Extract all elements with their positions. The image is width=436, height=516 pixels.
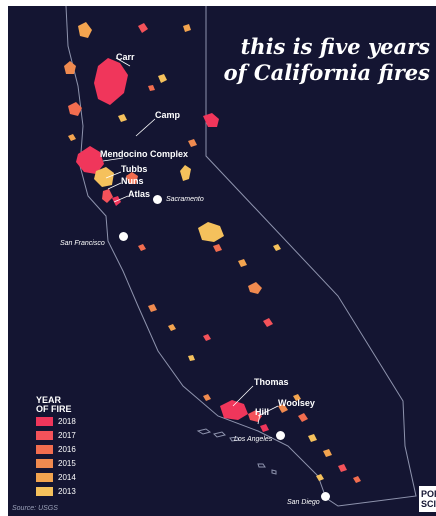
fire-label-thomas: Thomas [254, 377, 289, 387]
fire-label-atlas: Atlas [128, 189, 151, 199]
legend-swatch [36, 459, 53, 468]
city-label-san-diego: San Diego [287, 499, 320, 506]
legend-year-label: 2014 [58, 473, 76, 482]
legend-items: 2018 2017 2016 2015 2014 2013 [36, 415, 76, 498]
map-frame: this is five years of California fires C… [8, 6, 436, 516]
legend-swatch [36, 487, 53, 496]
legend-title: YEAR OF FIRE [36, 396, 76, 414]
fire-label-tubbs: Tubbs [121, 164, 148, 174]
legend-swatch [36, 417, 53, 426]
city-dot-sacramento [153, 195, 162, 204]
label-leader-lines [102, 57, 279, 425]
city-label-los-angeles: Los Angeles [234, 436, 273, 443]
logo-line-2: SCI [421, 499, 436, 509]
source-note: Source: USGS [12, 505, 58, 512]
legend-year-label: 2017 [58, 431, 76, 440]
fire-label-nuns: Nuns [121, 176, 144, 186]
channel-islands [196, 428, 277, 475]
legend-year-label: 2016 [58, 445, 76, 454]
legend-swatch [36, 431, 53, 440]
legend-swatch [36, 445, 53, 454]
fire-label-mendocino-complex: Mendocino Complex [100, 149, 189, 159]
city-label-sacramento: Sacramento [166, 196, 204, 203]
legend-item: 2014 [36, 471, 76, 484]
fire-label-hill: Hill [255, 407, 270, 417]
legend-item: 2018 [36, 415, 76, 428]
legend-item: 2016 [36, 443, 76, 456]
city-dot-los-angeles [276, 431, 285, 440]
legend-year-label: 2013 [58, 487, 76, 496]
fire-label-camp: Camp [155, 110, 181, 120]
california-map [64, 6, 417, 507]
logo-line-1: POP [421, 489, 436, 499]
legend-title-line-1: YEAR [36, 395, 62, 405]
headline-line-2: of California fires [223, 60, 430, 85]
legend-item: 2015 [36, 457, 76, 470]
popsci-logo: POP SCI [419, 486, 436, 512]
legend-swatch [36, 473, 53, 482]
fire-label-carr: Carr [116, 52, 135, 62]
legend-year-label: 2015 [58, 459, 76, 468]
legend-year-label: 2018 [58, 417, 76, 426]
fire-perimeters [64, 22, 361, 483]
city-dot-san-francisco [119, 232, 128, 241]
city-label-san-francisco: San Francisco [60, 240, 105, 247]
headline: this is five years of California fires [224, 34, 430, 86]
legend-item: 2013 [36, 485, 76, 498]
legend-item: 2017 [36, 429, 76, 442]
city-dot-san-diego [321, 492, 330, 501]
year-legend: YEAR OF FIRE 2018 2017 2016 2015 2014 2013 [36, 396, 76, 498]
legend-title-line-2: OF FIRE [36, 404, 72, 414]
headline-line-1: this is five years [240, 34, 430, 59]
fire-label-woolsey: Woolsey [278, 398, 315, 408]
